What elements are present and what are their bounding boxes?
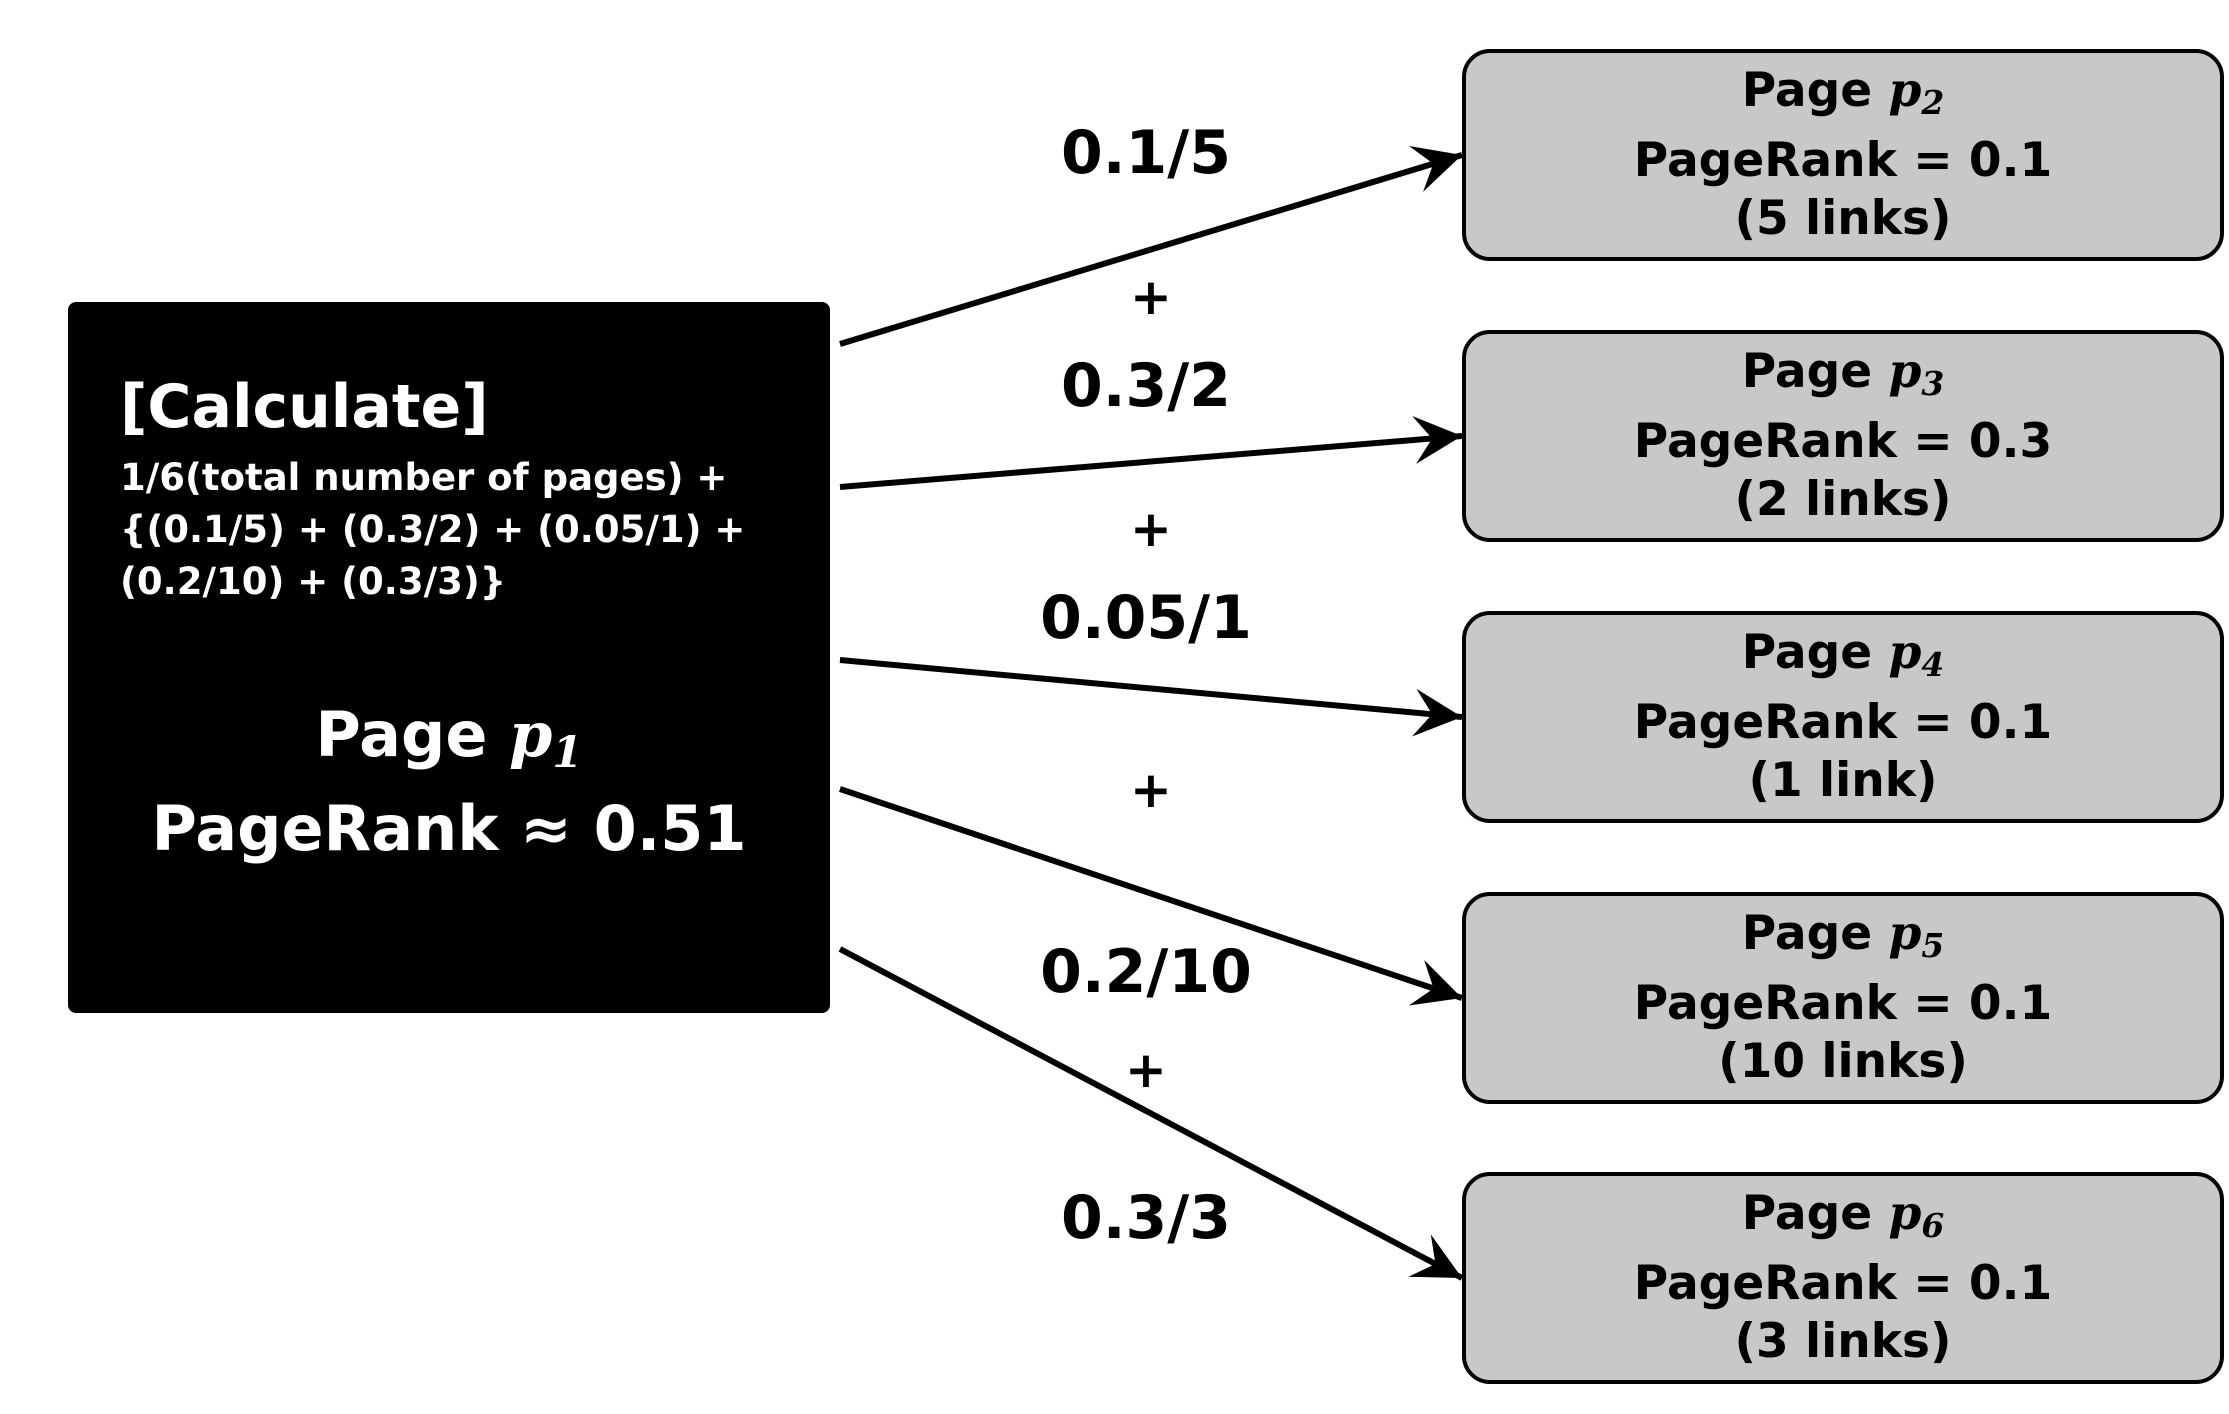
formula-line: 1/6(total number of pages) + (120, 456, 728, 499)
page-rank: PageRank = 0.1 (1633, 695, 2053, 751)
formula-line: {(0.1/5) + (0.3/2) + (0.05/1) + (120, 508, 746, 551)
source-page-node-p3: Page p3 PageRank = 0.3 (2 links) (1462, 330, 2224, 542)
edge-label-p6: 0.3/3 (1061, 1183, 1231, 1253)
link-count: (1 link) (1748, 753, 1938, 809)
edge-arrow-p4 (839, 657, 1463, 737)
page-variable: p1 (509, 698, 583, 778)
source-page-node-p2: Page p2 PageRank = 0.1 (5 links) (1462, 49, 2224, 261)
link-count: (2 links) (1734, 472, 1952, 528)
target-page-node: [Calculate] 1/6(total number of pages) +… (68, 302, 830, 1013)
page-rank: PageRank = 0.1 (1633, 133, 2053, 189)
page-name: Page p3 (1741, 343, 1945, 404)
page-rank: PageRank = 0.1 (1633, 1256, 2053, 1312)
calculate-title: [Calculate] (120, 372, 489, 442)
plus-sign: + (1130, 761, 1172, 819)
link-count: (3 links) (1734, 1314, 1952, 1370)
source-page-node-p6: Page p6 PageRank = 0.1 (3 links) (1462, 1172, 2224, 1384)
target-page-name: Page p1 (68, 697, 830, 791)
plus-sign: + (1130, 500, 1172, 558)
plus-sign: + (1130, 268, 1172, 326)
edge-arrow-p5 (839, 786, 1463, 1006)
edge-arrow-p2 (839, 145, 1463, 347)
edge-arrow-p3 (839, 416, 1463, 490)
edge-label-p5: 0.2/10 (1040, 937, 1252, 1007)
edge-label-p4: 0.05/1 (1040, 583, 1252, 653)
source-page-node-p4: Page p4 PageRank = 0.1 (1 link) (1462, 611, 2224, 823)
page-name: Page p4 (1741, 624, 1945, 685)
link-count: (5 links) (1734, 191, 1952, 247)
edge-label-p2: 0.1/5 (1061, 118, 1231, 188)
page-rank: PageRank = 0.3 (1633, 414, 2053, 470)
edge-label-p3: 0.3/2 (1061, 351, 1231, 421)
calculation-formula: 1/6(total number of pages) + {(0.1/5) + … (120, 452, 810, 608)
page-rank: PageRank = 0.1 (1633, 976, 2053, 1032)
page-name: Page p2 (1741, 62, 1945, 123)
target-page-label: Page p1 PageRank ≈ 0.51 (68, 697, 830, 867)
plus-sign: + (1125, 1041, 1167, 1099)
target-pagerank: PageRank ≈ 0.51 (151, 791, 747, 865)
page-word: Page (315, 698, 488, 771)
source-page-node-p5: Page p5 PageRank = 0.1 (10 links) (1462, 892, 2224, 1104)
formula-line: (0.2/10) + (0.3/3)} (120, 560, 507, 603)
page-name: Page p6 (1741, 1185, 1945, 1246)
link-count: (10 links) (1718, 1034, 1968, 1090)
page-name: Page p5 (1741, 905, 1945, 966)
edge-arrow-p6 (838, 946, 1464, 1281)
